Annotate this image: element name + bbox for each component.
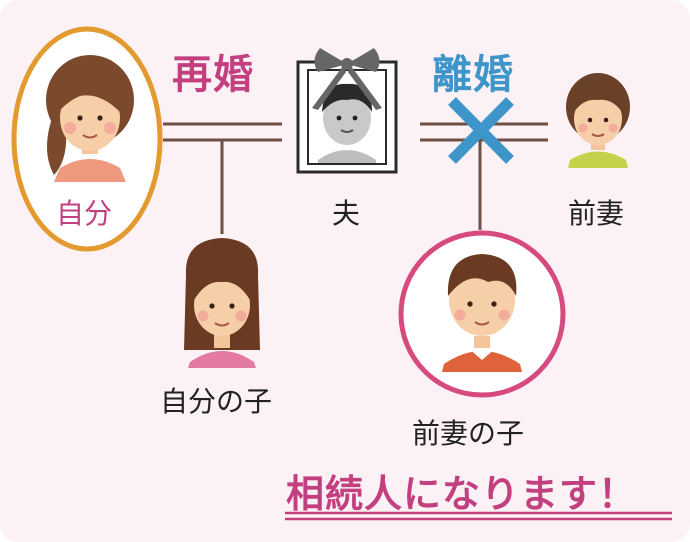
caption-underline bbox=[285, 511, 672, 521]
husband-portrait-frame bbox=[296, 60, 398, 174]
divorce-label: 離婚 bbox=[432, 52, 514, 98]
self-child-name-label: 自分の子 bbox=[160, 385, 273, 418]
husband-name-label: 夫 bbox=[332, 197, 361, 230]
ex-wife-child-name-label: 前妻の子 bbox=[412, 417, 525, 450]
ex-wife-child-person-icon bbox=[442, 254, 522, 372]
x-mark-icon bbox=[448, 97, 514, 164]
self-child-person-icon bbox=[184, 238, 260, 368]
self-person-icon bbox=[46, 55, 134, 182]
ex-wife-name-label: 前妻 bbox=[568, 197, 625, 230]
ribbon-icon bbox=[312, 48, 382, 110]
self-name-label: 自分 bbox=[56, 197, 113, 230]
heir-caption: 相続人になります！ bbox=[286, 472, 638, 516]
ex-wife-person-icon bbox=[566, 73, 630, 168]
remarriage-line bbox=[163, 122, 282, 142]
remarriage-label: 再婚 bbox=[172, 52, 254, 98]
